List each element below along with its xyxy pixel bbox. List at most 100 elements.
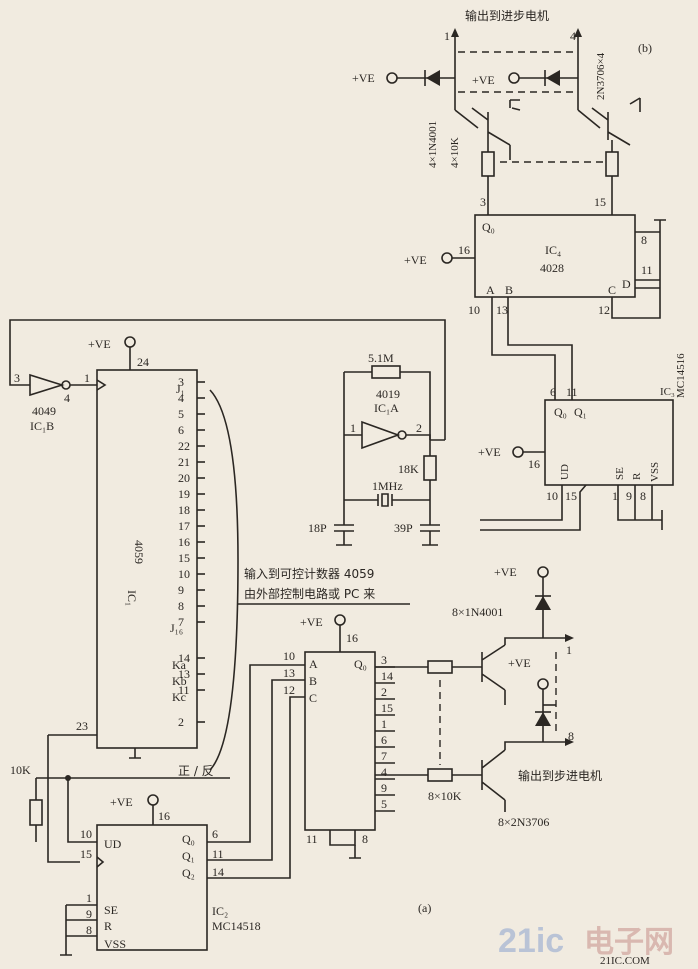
note-input-line2: 由外部控制电路或 PC 来 (244, 586, 375, 601)
ic1-ve-label: +VE (88, 337, 111, 351)
ic2-pin-16: 16 (158, 809, 170, 823)
top-output-label: 输出到进步电机 (465, 8, 549, 23)
driver-bottom-ve-terminal (537, 678, 549, 690)
decoder-pin-16: 16 (346, 631, 358, 645)
decoder-out-pin-15: 15 (381, 701, 393, 715)
ic3-pin-1: 1 (612, 489, 618, 503)
osc-c2-label: 39P (394, 521, 413, 535)
ic1-ve-terminal (124, 336, 136, 348)
ic3-ud-label: UD (559, 464, 571, 480)
ic3-q0-label: Q₀ (554, 405, 567, 419)
ic4-pin-3: 3 (480, 195, 486, 209)
ic1-pin-13: 13 (178, 667, 190, 681)
ic2-part: MC14518 (212, 919, 261, 933)
driver-ve-label: +VE (508, 656, 531, 670)
decoder-pin-10: 10 (283, 649, 295, 663)
transistor-top-1 (471, 100, 521, 160)
ic1-kc-label: Kc (172, 690, 186, 704)
driver-top-ve-label: +VE (494, 565, 517, 579)
ic3-mc14516-box (544, 399, 674, 486)
ic2-ve-label: +VE (110, 795, 133, 809)
ic2-pin-10: 10 (80, 827, 92, 841)
decoder-pin-11: 11 (306, 832, 318, 846)
decoder-bottom-wire (329, 830, 356, 846)
ic1-ground (129, 748, 141, 759)
ic2-pin-8: 8 (86, 923, 92, 937)
ic1-pin-5: 5 (178, 407, 184, 421)
decoder-out-pin-3: 3 (381, 653, 387, 667)
ic1b-pin-in: 3 (14, 371, 20, 385)
osc-xtal-label: 1MHz (372, 479, 403, 493)
top-out-4: 4 (570, 29, 576, 43)
ic2-se-label: SE (104, 903, 118, 917)
note-input-line1: 输入到可控计数器 4059 (244, 566, 374, 581)
ic3-vss-label: VSS (649, 462, 661, 482)
ic4-pin-12: 12 (598, 303, 610, 317)
ic1a-part: 4019 (376, 387, 400, 401)
top-out4-wire (577, 32, 601, 129)
decoder-ve-terminal (334, 614, 346, 626)
osc-r1-label: 5.1M (368, 351, 394, 365)
ic4-ground-right (635, 219, 666, 289)
ic4-pin-16: 16 (458, 243, 470, 257)
driver-resistor-8 (427, 768, 453, 782)
ic1-pin-14: 14 (178, 651, 190, 665)
ic3-pin-6: 6 (550, 385, 556, 399)
top-ve-2: +VE (472, 73, 495, 87)
ic2-to-decoder-wires (207, 664, 305, 879)
ic1-pin-3: 3 (178, 375, 184, 389)
ic2-ve-terminal (147, 794, 159, 806)
decoder-b-label: B (309, 674, 317, 688)
ic4-pin-13: 13 (496, 303, 508, 317)
ic4-part: 4028 (540, 261, 564, 275)
ic4-c-label: C (608, 283, 616, 297)
ic3-r-label: R (631, 472, 643, 480)
ic4-ve-label: +VE (404, 253, 427, 267)
top-ve-1: +VE (352, 71, 375, 85)
ic2-q1-label: Q₁ (182, 849, 195, 863)
ic2-pin-1: 1 (86, 891, 92, 905)
arrow-up-1 (451, 28, 459, 37)
emitter-ground-stubs (510, 98, 641, 112)
diode-1n4001-a1 (535, 596, 551, 610)
driver-top-ve-terminal (537, 566, 549, 578)
ic1-pin-18: 18 (178, 503, 190, 517)
top-out1-wire (454, 32, 479, 129)
inverter-4019 (361, 420, 401, 450)
ic1b-pin-out: 4 (64, 391, 70, 405)
decoder-c-label: C (309, 691, 317, 705)
ic4-a-label: A (486, 283, 495, 297)
ic1-pin-17: 17 (178, 519, 190, 533)
ic3-se-label: SE (614, 467, 626, 480)
ve-terminal-2 (508, 72, 520, 84)
driver-resistor-1 (427, 660, 453, 674)
ic4-d-label: D (622, 277, 631, 291)
ic1-pin-8: 8 (178, 599, 184, 613)
diode-1n4001-a8 (535, 712, 551, 726)
ic3-input-wires (480, 484, 587, 531)
ic1-pin-16: 16 (178, 535, 190, 549)
ic1-kb-label: Kb (172, 674, 187, 688)
ic1-pin-22: 22 (178, 439, 190, 453)
ic1b-name: IC₁B (30, 419, 54, 433)
ic1-pin-2: 2 (178, 715, 184, 729)
ic1a-pin-1: 1 (350, 421, 356, 435)
watermark-cn: 电子网 (584, 926, 674, 959)
ic1-ka-label: Ka (172, 658, 187, 672)
ic4-pin-8: 8 (641, 233, 647, 247)
arrow-out-8 (565, 738, 574, 746)
osc-r2-resistor (423, 455, 437, 481)
ic2-clock-marker (96, 856, 105, 868)
subfig-b-label: (b) (638, 41, 652, 55)
direction-label: 正 / 反 (178, 764, 214, 778)
ic1-pin-10: 10 (178, 567, 190, 581)
ic1b-part: 4049 (32, 404, 56, 418)
driver-collector-wires (504, 637, 570, 750)
ic2-mc14518-box (96, 824, 208, 951)
ic2-ground-wires (60, 904, 97, 956)
ic2-q2-label: Q₂ (182, 866, 195, 880)
decoder-a-label: A (309, 657, 318, 671)
ic4-ve-terminal (441, 252, 453, 264)
